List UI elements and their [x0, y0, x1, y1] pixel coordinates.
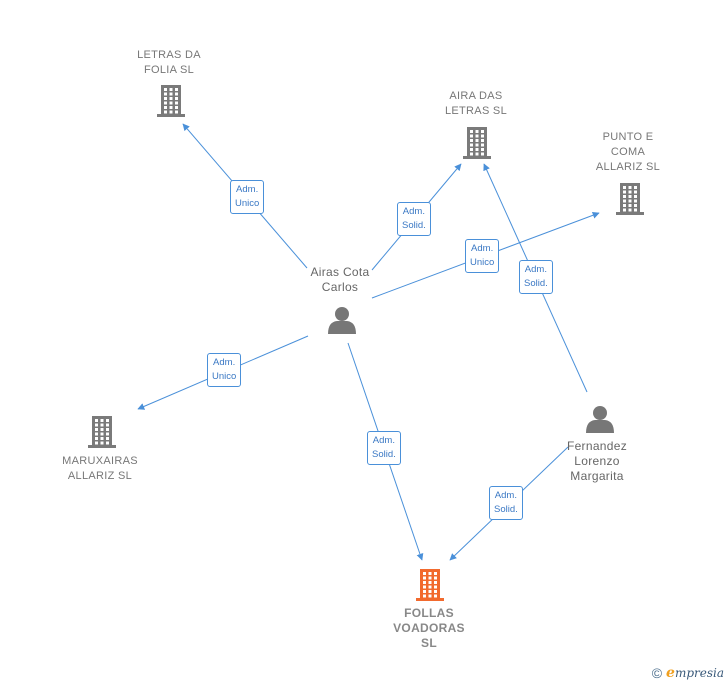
- building-icon-letras_folia: [157, 85, 185, 117]
- edges-layer: [137, 123, 600, 561]
- copyright-icon: ©: [651, 665, 663, 681]
- node-label-punto_coma[interactable]: PUNTO E COMA ALLARIZ SL: [595, 130, 661, 173]
- node-label-fernandez[interactable]: Fernandez Lorenzo Margarita: [566, 438, 628, 483]
- edge-label-fernandez-to-aira_letras: Adm. Solid.: [519, 260, 553, 294]
- edge-label-airas_cota-to-letras_folia: Adm. Unico: [230, 180, 265, 214]
- node-label-maruxairas[interactable]: MARUXAIRAS ALLARIZ SL: [62, 455, 138, 482]
- edge-label-airas_cota-to-follas: Adm. Solid.: [367, 431, 401, 465]
- brand-logo: empresia: [666, 665, 724, 681]
- node-label-follas[interactable]: FOLLAS VOADORAS SL: [393, 605, 465, 650]
- edge-label-airas_cota-to-maruxairas: Adm. Unico: [207, 353, 242, 387]
- person-icon-fernandez: [586, 406, 614, 433]
- node-label-airas_cota[interactable]: Airas Cota Carlos: [310, 265, 370, 294]
- node-label-aira_letras[interactable]: AIRA DAS LETRAS SL: [444, 90, 507, 117]
- building-icon-follas: [416, 569, 444, 601]
- icons-layer: [88, 85, 644, 601]
- edge-label-airas_cota-to-punto_coma: Adm. Unico: [465, 239, 500, 273]
- building-icon-aira_letras: [463, 127, 491, 159]
- building-icon-punto_coma: [616, 183, 644, 215]
- edge-label-fernandez-to-follas: Adm. Solid.: [489, 486, 523, 520]
- node-label-letras_folia[interactable]: LETRAS DA FOLIA SL: [137, 49, 201, 76]
- building-icon-maruxairas: [88, 416, 116, 448]
- empresia-watermark: © empresia: [652, 665, 724, 681]
- person-icon-airas_cota: [328, 307, 356, 334]
- edge-label-airas_cota-to-aira_letras: Adm. Solid.: [397, 202, 431, 236]
